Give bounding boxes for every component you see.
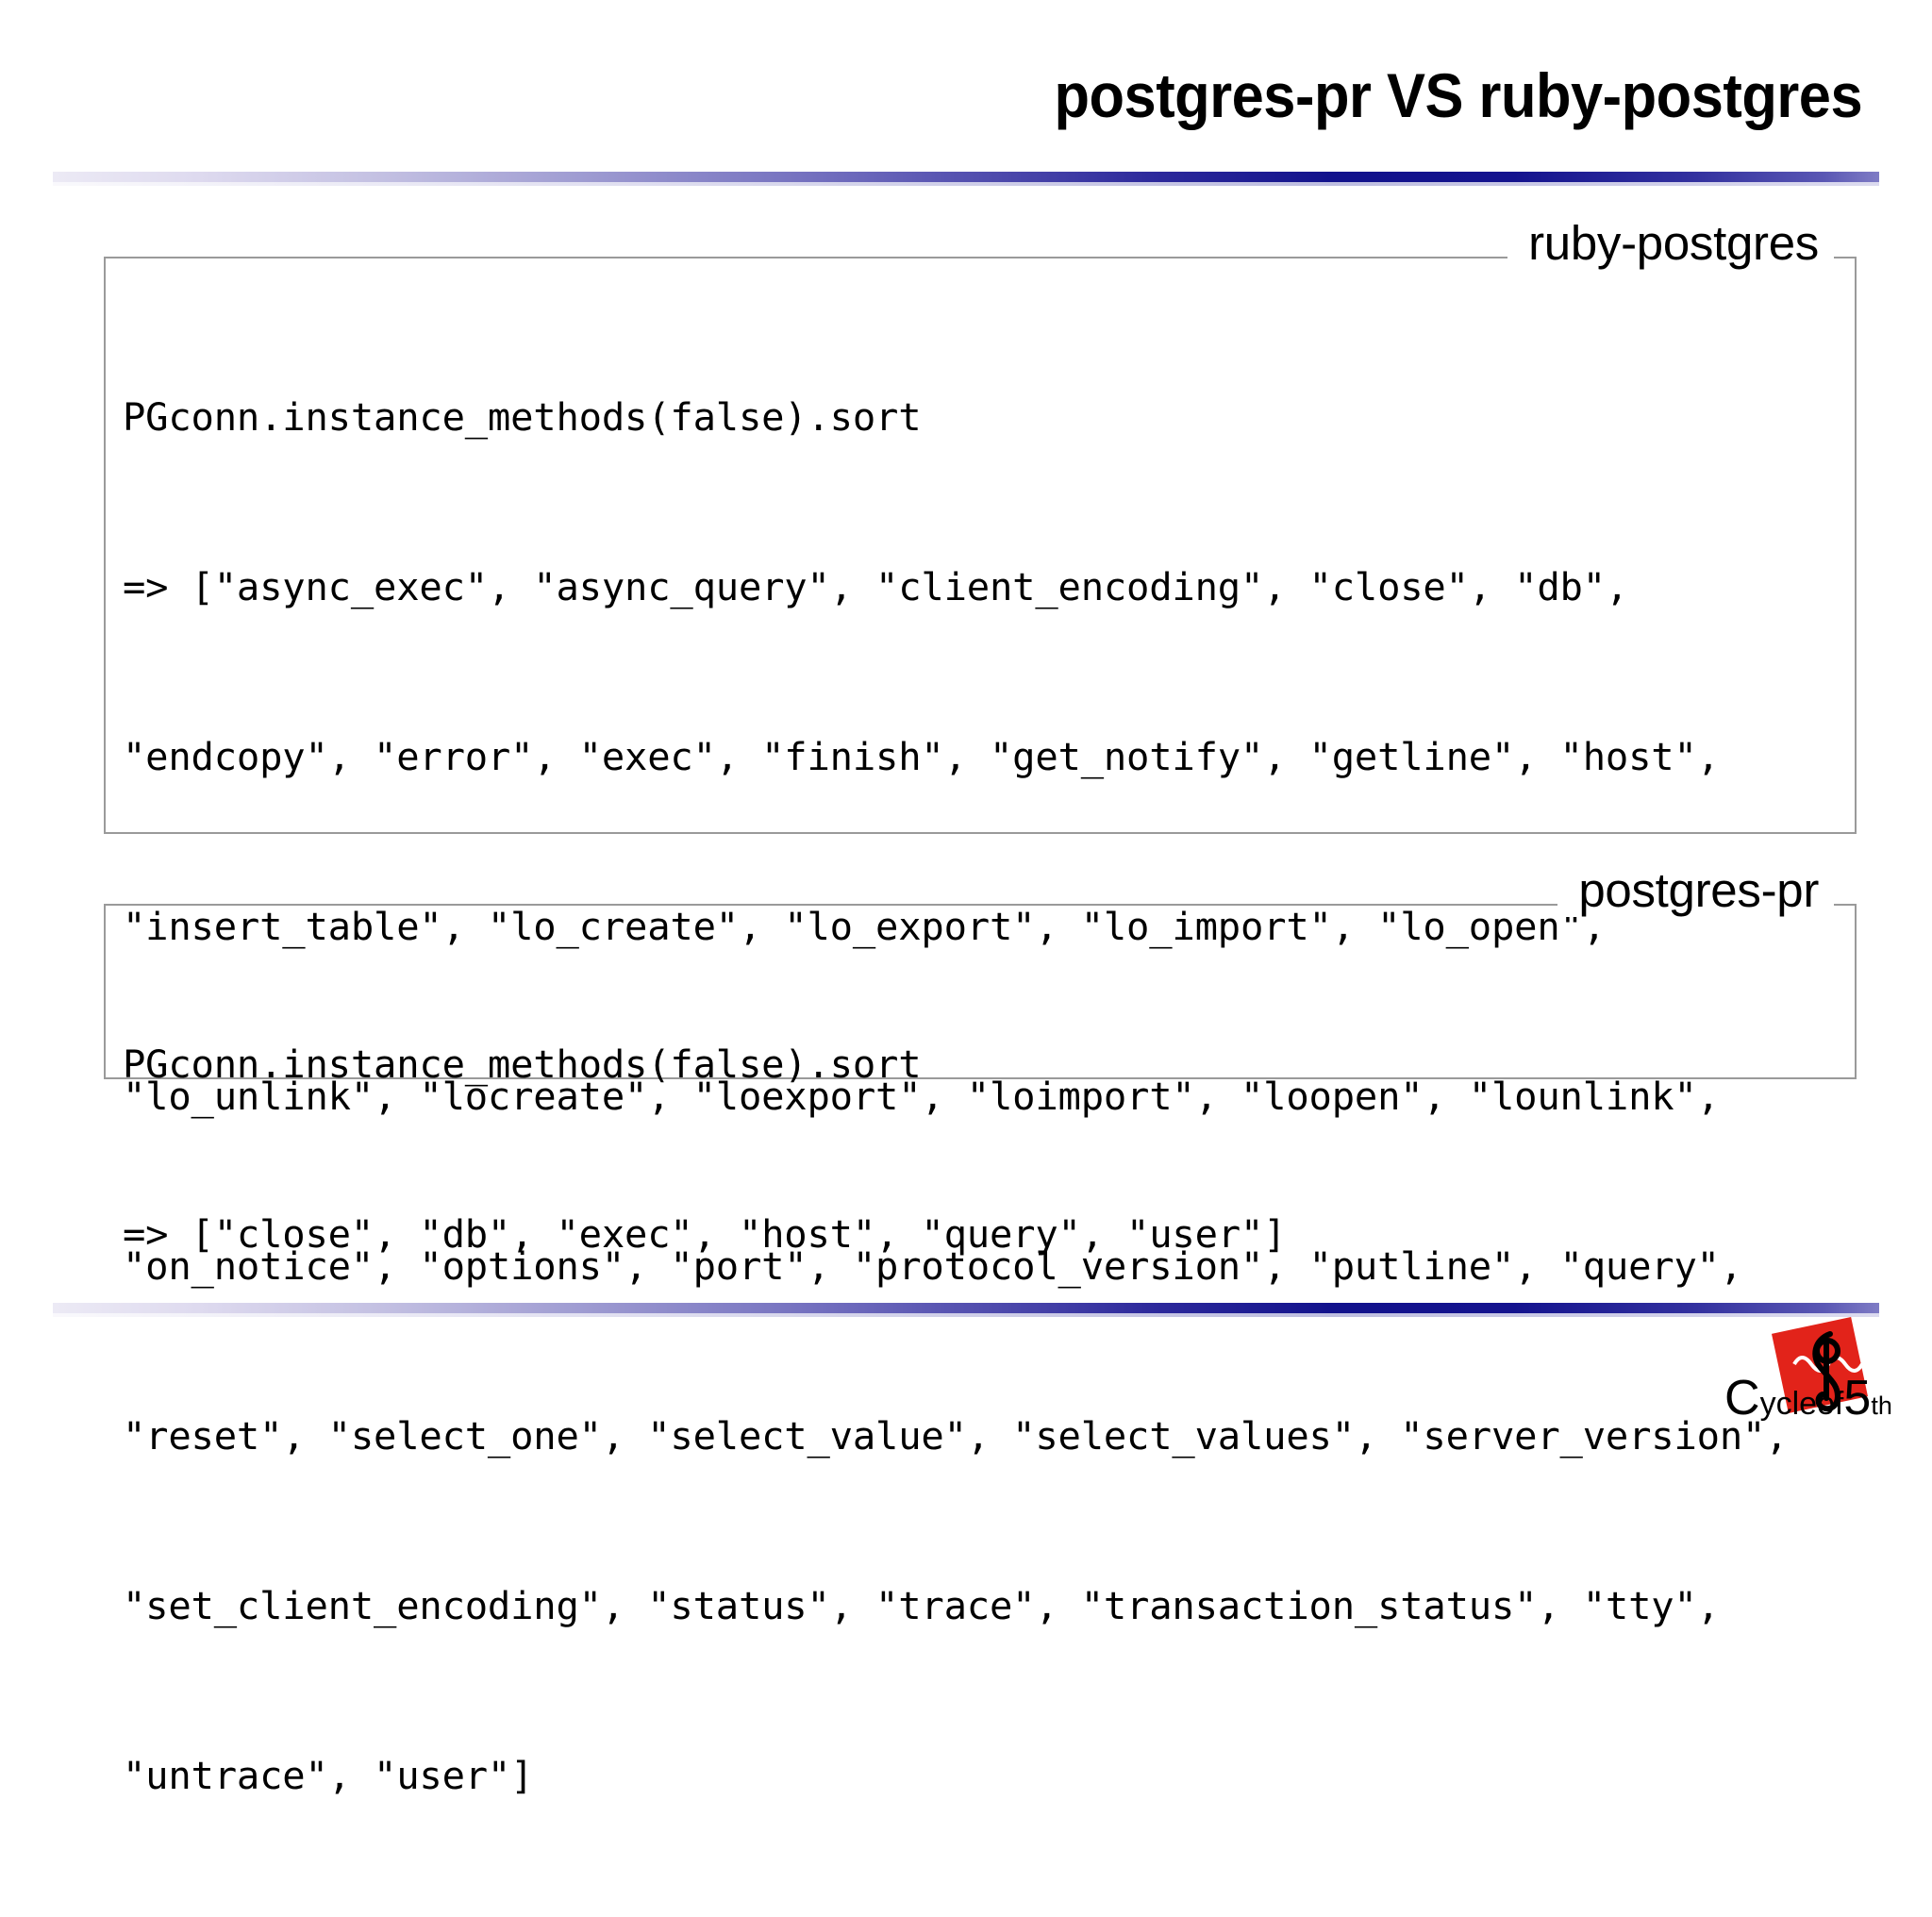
logo-numeral-5: 5 — [1843, 1371, 1872, 1425]
code-block-postgres-pr: postgres-pr PGconn.instance_methods(fals… — [104, 863, 1857, 1257]
code-line: "endcopy", "error", "exec", "finish", "g… — [123, 734, 1720, 779]
code-line: "set_client_encoding", "status", "trace"… — [123, 1583, 1720, 1628]
code-line: "lo_unlink", "locreate", "loexport", "lo… — [123, 1074, 1720, 1119]
logo-letters-ycleof: ycleof — [1759, 1386, 1844, 1422]
code-line: PGconn.instance_methods(false).sort — [123, 394, 922, 440]
code-line: "reset", "select_one", "select_value", "… — [123, 1413, 1789, 1459]
logo-wordmark: Cycleof5th — [1724, 1374, 1932, 1423]
logo-suffix-th: th — [1871, 1392, 1892, 1420]
header-divider-rule — [53, 172, 1879, 186]
code-line: "on_notice", "options", "port", "protoco… — [123, 1243, 1742, 1289]
page-title: postgres-pr VS ruby-postgres — [1054, 60, 1862, 130]
logo-clef-icon — [1792, 1331, 1864, 1412]
code-text-postgres-pr: PGconn.instance_methods(false).sort => [… — [123, 923, 1892, 1375]
code-line: PGconn.instance_methods(false).sort — [123, 1042, 922, 1087]
footer-divider-rule — [53, 1303, 1879, 1317]
code-block-legend-postgres-pr: postgres-pr — [1557, 863, 1834, 918]
code-block-ruby-postgres: ruby-postgres PGconn.instance_methods(fa… — [104, 216, 1857, 1798]
logo-letter-c: C — [1724, 1371, 1760, 1425]
code-line: => ["async_exec", "async_query", "client… — [123, 564, 1629, 609]
cycleof5th-logo: Cycleof5th — [1724, 1316, 1932, 1442]
code-line: "untrace", "user"] — [123, 1753, 534, 1798]
code-line: => ["close", "db", "exec", "host", "quer… — [123, 1211, 1287, 1257]
code-block-legend-ruby-postgres: ruby-postgres — [1507, 216, 1834, 271]
